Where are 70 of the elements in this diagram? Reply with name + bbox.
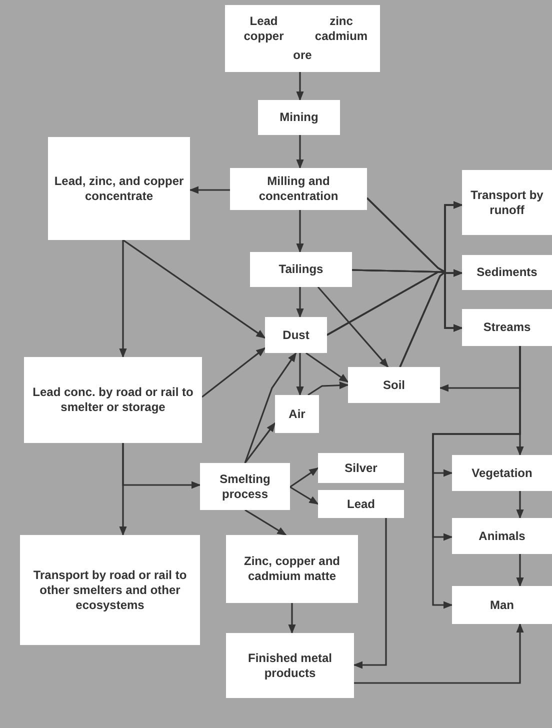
box-label: zinc [328,14,354,29]
arrow [306,352,349,383]
arrow [296,210,304,253]
arrow [288,603,296,634]
box-label: Mining [280,110,318,125]
process-box [20,535,200,645]
process-box [265,317,327,353]
process-box [258,100,340,135]
process-box [250,252,352,287]
box-label: Finished metal products [246,650,334,680]
box-label: copper [242,29,285,44]
arrow [244,422,276,464]
arrow [296,353,304,396]
arrow [290,486,319,505]
arrow [353,518,387,669]
process-box [200,463,290,510]
arrow [296,287,304,318]
process-box [226,535,358,603]
arrow [317,286,389,368]
box-label: Smelting process [218,472,272,502]
process-box [462,255,552,290]
box-label: Sediments [476,265,538,280]
arrow [296,72,304,101]
arrow [122,239,266,339]
arrow [290,467,319,488]
arrow [308,382,349,396]
process-box [230,168,367,210]
process-box [452,586,552,624]
box-label: Transport by road or rail to other smelters and other ecosystems [32,568,188,612]
process-box [462,309,552,346]
box-label: Lead [248,14,279,29]
process-box [318,490,404,518]
box-label: Vegetation [472,466,532,480]
arrow [244,352,297,464]
process-box [225,5,380,72]
process-box [226,633,354,698]
arrow [432,346,521,609]
box-label: Man [490,598,514,612]
process-box [348,367,440,403]
process-box [462,170,552,235]
arrow [516,491,524,519]
box-label: Zinc, copper and cadmium matte [242,554,341,584]
box-label: Tailings [278,262,324,277]
process-box [275,395,319,433]
arrow [119,443,127,536]
box-label: ore [292,48,313,63]
process-box [48,137,190,240]
process-box [318,453,404,483]
arrow [189,186,230,194]
box-label: Soil [382,378,405,392]
box-label: Air [288,406,306,422]
arrow [354,623,524,684]
box-label: Streams [483,320,531,335]
box-label: Milling and concentration [258,174,340,204]
box-label: Dust [282,328,310,342]
process-box [24,357,202,443]
arrow [119,240,127,358]
box-label: cadmium [314,29,369,44]
box-label: Silver [344,460,378,476]
arrow [202,347,266,398]
arrow [244,509,287,536]
process-box [452,518,552,554]
process-box [452,455,552,491]
arrow [516,554,524,587]
arrow [296,135,304,169]
box-label: Lead [346,496,375,512]
box-label: Lead, zinc, and copper concentrate [53,174,185,204]
box-label: Animals [478,528,526,544]
box-label: Transport by runoff [470,188,544,218]
box-label: Lead conc. by road or rail to smelter or storage [32,385,194,415]
